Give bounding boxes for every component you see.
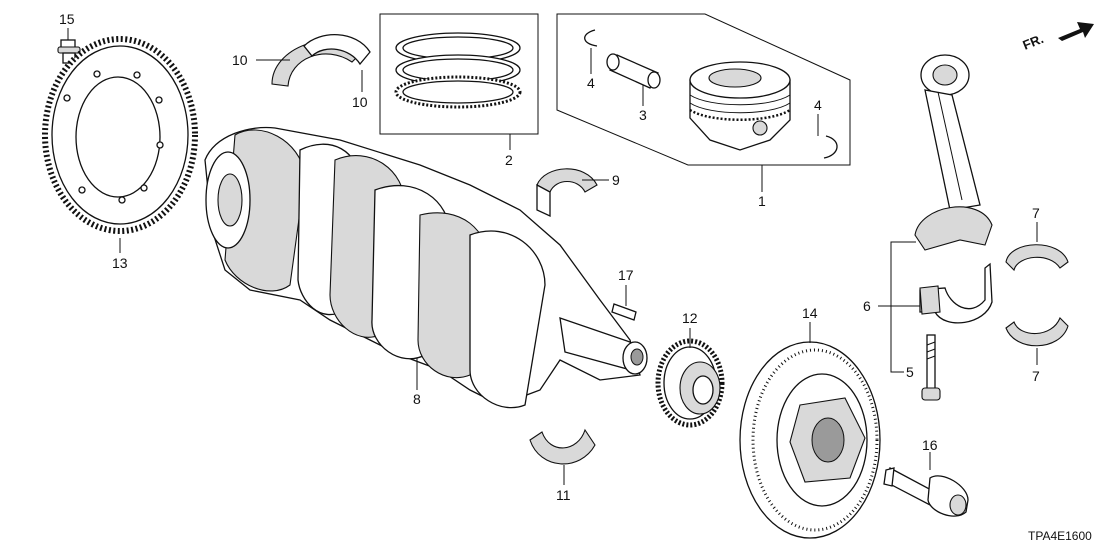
part-15-bolt bbox=[57, 39, 81, 64]
diagram-code: TPA4E1600 bbox=[1028, 529, 1092, 543]
part-8-crankshaft bbox=[204, 126, 648, 409]
part-10-thrust-washers bbox=[271, 34, 371, 87]
callout-14: 14 bbox=[802, 305, 818, 321]
part-9-upper-bearing bbox=[536, 168, 598, 218]
part-12-crank-sprocket bbox=[655, 338, 725, 428]
front-direction-indicator: FR. bbox=[1021, 22, 1094, 53]
part-17-woodruff-key bbox=[611, 303, 637, 321]
callout-8: 8 bbox=[413, 391, 421, 407]
callout-5: 5 bbox=[906, 364, 914, 380]
part-11-lower-bearing bbox=[529, 428, 596, 465]
part-6-rod-cap bbox=[919, 262, 993, 324]
part-7-rod-bearing-upper bbox=[1005, 244, 1069, 272]
part-16-pulley-bolt bbox=[883, 467, 969, 517]
part-13-sensor-plate bbox=[42, 36, 198, 234]
callout-4-left: 4 bbox=[587, 75, 595, 91]
part-5-rod-bolt bbox=[921, 334, 941, 401]
callout-9: 9 bbox=[612, 172, 620, 188]
part-7-rod-bearing-lower bbox=[1005, 317, 1069, 347]
callout-7-upper: 7 bbox=[1032, 205, 1040, 221]
front-arrow-icon bbox=[1058, 22, 1094, 41]
connecting-rod bbox=[914, 54, 993, 251]
callout-12: 12 bbox=[682, 310, 698, 326]
callout-13: 13 bbox=[112, 255, 128, 271]
callout-17: 17 bbox=[618, 267, 634, 283]
callout-3: 3 bbox=[639, 107, 647, 123]
piston bbox=[689, 61, 791, 151]
callout-7-lower: 7 bbox=[1032, 368, 1040, 384]
callout-1: 1 bbox=[758, 193, 766, 209]
direction-label: FR. bbox=[1021, 31, 1046, 53]
callout-6: 6 bbox=[863, 298, 871, 314]
leader-lines bbox=[67, 28, 1038, 485]
callout-11: 11 bbox=[556, 487, 571, 503]
callout-labels: 15 13 10 10 2 4 3 4 1 9 8 11 17 12 14 16… bbox=[59, 11, 1040, 503]
part-4-snap-ring-left bbox=[584, 29, 598, 47]
callout-10-left: 10 bbox=[232, 52, 248, 68]
part-3-piston-pin bbox=[606, 53, 661, 89]
callout-4-right: 4 bbox=[814, 97, 822, 113]
part-4-snap-ring-right bbox=[823, 135, 838, 159]
part-14-pulley bbox=[739, 341, 881, 539]
callout-2: 2 bbox=[505, 152, 513, 168]
part-2-piston-rings bbox=[379, 13, 539, 135]
callout-15: 15 bbox=[59, 11, 75, 27]
part-1-piston-assembly bbox=[556, 13, 851, 166]
callout-10-right: 10 bbox=[352, 94, 368, 110]
callout-16: 16 bbox=[922, 437, 938, 453]
